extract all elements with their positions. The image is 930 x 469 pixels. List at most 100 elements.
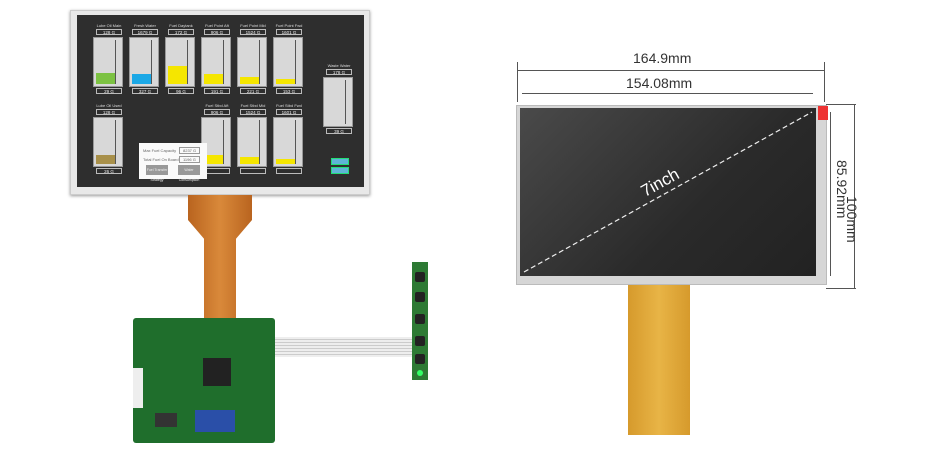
gauge-label: Waste Water — [327, 63, 351, 68]
key-button[interactable] — [415, 314, 425, 324]
gauge-value: 26 G — [96, 168, 122, 174]
gauge-bar — [237, 117, 267, 167]
max-fuel-value: 8237 G — [179, 147, 201, 154]
outer-height-line — [854, 104, 855, 288]
gauge-label: Fuel Point Fwd — [275, 23, 303, 28]
control-button-1[interactable] — [331, 158, 349, 165]
gauge-capacity: 128 G — [96, 29, 122, 35]
outer-width-label: 164.9mm — [633, 50, 692, 66]
diagonal-line — [523, 111, 813, 273]
gauge-fill — [276, 159, 295, 164]
gauge-fill — [240, 77, 259, 84]
gauge-fill — [168, 65, 187, 84]
gauge-value: 191 G — [204, 88, 230, 94]
tank-gauge: Lube Oil Main 128 G 29 G — [93, 23, 125, 95]
fuel-transfer-button[interactable]: Fuel Transfer Strategy — [146, 165, 168, 182]
keypad-cable — [275, 337, 415, 357]
gauge-capacity: 1524 G — [240, 29, 266, 35]
gauge-value: 96 G — [168, 88, 194, 94]
gauge-bar — [93, 37, 123, 87]
max-fuel-label: Max Fuel Capacity — [143, 148, 177, 153]
dim-line — [517, 62, 518, 102]
tank-gauge: Fuel Stbd Mid 1524 G — [237, 103, 269, 175]
gauge-capacity: 1601 G — [276, 29, 302, 35]
gauge-scale — [295, 40, 296, 84]
gauge-value: 29 G — [96, 88, 122, 94]
gauge-bar — [237, 37, 267, 87]
total-fuel-label: Total Fuel On Board — [143, 157, 179, 162]
dim-line — [826, 288, 856, 289]
key-button[interactable] — [415, 292, 425, 302]
gauge-bar — [273, 37, 303, 87]
gauge-scale — [151, 40, 152, 84]
gauge-fill — [276, 79, 295, 84]
gauge-value: 153 G — [276, 88, 302, 94]
gauge-scale — [345, 80, 346, 124]
lcd-fpc-cable — [628, 285, 690, 435]
gauge-fill — [204, 73, 223, 84]
water-consumption-button[interactable]: Water Consumption — [178, 165, 200, 182]
gauge-capacity: 906 G — [204, 109, 230, 115]
active-width-label: 154.08mm — [626, 75, 693, 91]
gauge-label: Fuel Point Aft — [205, 23, 229, 28]
gauge-label: Fuel Stbd Mid — [240, 103, 266, 108]
gauge-fill — [96, 154, 115, 164]
control-button-2[interactable] — [331, 167, 349, 174]
tank-gauge: Waste Water 178 G 39 G — [323, 63, 355, 135]
key-button[interactable] — [415, 336, 425, 346]
tank-gauge: Fuel Point Aft 906 G 191 G — [201, 23, 233, 95]
gauge-scale — [259, 120, 260, 164]
controller-chip — [203, 358, 231, 386]
tank-gauge: Fuel Daytank 172 G 96 G — [165, 23, 197, 95]
gauge-capacity: 172 G — [168, 29, 194, 35]
tank-gauge: Lube Oil Used 128 G 26 G — [93, 103, 125, 175]
dim-line — [824, 62, 825, 102]
gauge-value: 39 G — [326, 128, 352, 134]
gauge-value — [204, 168, 230, 174]
gauge-bar — [93, 117, 123, 167]
tank-gauge: Fresh Water 1679 G 327 G — [129, 23, 161, 95]
gauge-fill — [204, 154, 223, 164]
keypad-board — [412, 262, 428, 380]
fuel-info-box: Max Fuel Capacity 8237 G Total Fuel On B… — [139, 143, 207, 182]
gauge-label: Fuel Daytank — [169, 23, 193, 28]
fpc-ribbon-cable — [188, 195, 252, 320]
total-fuel-value: 1196 G — [179, 156, 200, 163]
gauge-label: Lube Oil Main — [96, 23, 122, 28]
key-button[interactable] — [415, 272, 425, 282]
gauge-label: Lube Oil Used — [96, 103, 122, 108]
gauge-scale — [115, 40, 116, 84]
gauge-fill — [326, 117, 345, 124]
dim-line — [826, 104, 856, 105]
tank-gauge: Fuel Stbd Fwd 1601 G — [273, 103, 305, 175]
driver-board — [133, 318, 275, 443]
lcd-active-area: 7inch — [520, 108, 816, 276]
gauge-scale — [223, 120, 224, 164]
key-button[interactable] — [415, 354, 425, 364]
gauge-capacity: 1679 G — [132, 29, 158, 35]
gauge-bar — [201, 37, 231, 87]
gauge-label: Fuel Point Mid — [240, 23, 266, 28]
connector — [133, 368, 143, 408]
gauge-label: Fuel Stbd Fwd — [276, 103, 302, 108]
active-height-line — [830, 112, 831, 276]
gauge-scale — [115, 120, 116, 164]
gauge-bar — [165, 37, 195, 87]
gauge-scale — [259, 40, 260, 84]
gauge-capacity: 906 G — [204, 29, 230, 35]
active-width-line — [522, 93, 813, 94]
gauge-bar — [129, 37, 159, 87]
gauge-scale — [187, 40, 188, 84]
active-height-label: 85.92mm — [834, 160, 850, 219]
vga-port — [195, 410, 235, 432]
led-indicator — [417, 370, 423, 376]
hdmi-port — [155, 413, 177, 427]
gauge-label: Fresh Water — [134, 23, 156, 28]
tank-gauge: Fuel Point Mid 1524 G 221 G — [237, 23, 269, 95]
gauge-capacity: 178 G — [326, 69, 352, 75]
gauge-value — [240, 168, 266, 174]
gauge-value: 221 G — [240, 88, 266, 94]
outer-width-line — [517, 70, 824, 71]
protective-film-tab — [818, 106, 828, 120]
